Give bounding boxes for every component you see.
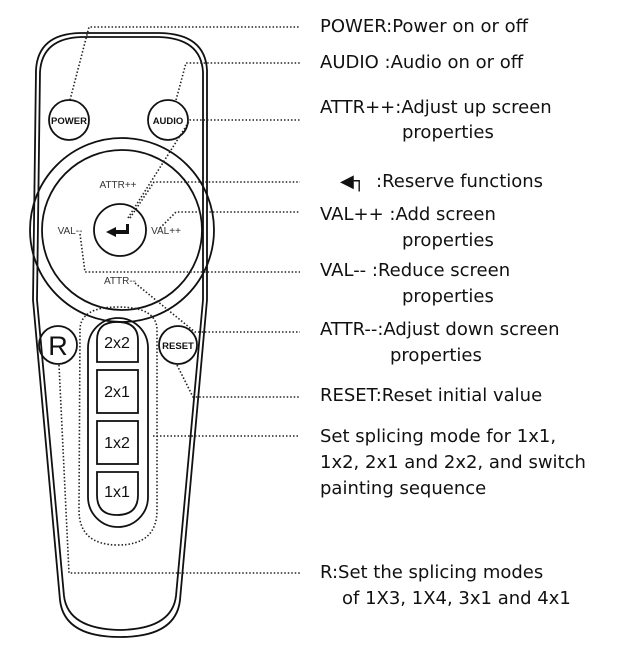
power-button[interactable] — [48, 99, 90, 141]
mode-pill-outer — [87, 317, 149, 528]
leader-reset — [176, 364, 300, 398]
remote-body-inner — [36, 36, 204, 631]
mode-label-1x2: 1x2 — [104, 435, 130, 452]
power-button-label: POWER — [51, 116, 87, 127]
val-down-label: VAL-- — [58, 226, 83, 237]
audio-button-label: AUDIO — [153, 116, 184, 127]
enter-icon: ◀┐ — [340, 171, 365, 192]
val-up-description: VAL++ :Add screen — [320, 204, 496, 225]
val-down-description: VAL-- :Reduce screen — [320, 260, 511, 281]
leader-val-down — [79, 233, 300, 273]
mode-label-1x1: 1x1 — [104, 484, 130, 501]
splice-description-2: 1x2, 2x1 and 2x2, and switch — [320, 452, 586, 473]
r-button[interactable] — [38, 325, 78, 365]
reset-button-label: RESET — [162, 341, 194, 352]
leader-attr-up — [127, 119, 300, 219]
attr-up-description: ATTR++:Adjust up screen — [320, 97, 552, 118]
leader-r — [58, 364, 300, 574]
reserve-description: ◀┐ :Reserve functions — [340, 169, 543, 195]
leader-val-up — [159, 211, 300, 229]
attr-down-description-2: properties — [390, 345, 482, 366]
reset-description: RESET:Reset initial value — [320, 385, 543, 406]
mode-group-outline — [78, 306, 158, 546]
leader-power — [69, 26, 300, 101]
enter-icon — [106, 224, 129, 237]
reset-button[interactable] — [158, 325, 198, 365]
mode-button-2x1[interactable] — [96, 369, 139, 414]
r-button-label: R — [48, 331, 68, 361]
leader-attr-down — [134, 282, 300, 333]
leader-audio — [175, 62, 300, 101]
audio-button[interactable] — [147, 99, 189, 141]
mode-label-2x1: 2x1 — [104, 384, 130, 401]
audio-description: AUDIO :Audio on or off — [320, 52, 524, 73]
val-down-description-2: properties — [402, 286, 494, 307]
splice-description: Set splicing mode for 1x1, — [320, 426, 557, 447]
attr-up-description-2: properties — [402, 122, 494, 143]
mode-button-1x1[interactable] — [96, 471, 139, 516]
power-description: POWER:Power on or off — [320, 16, 529, 37]
mode-label-2x2: 2x2 — [104, 335, 130, 352]
remote-body-outer — [32, 32, 208, 638]
attr-up-label: ATTR++ — [99, 180, 136, 191]
dpad-ring[interactable] — [41, 149, 203, 311]
r-description-2: of 1X3, 1X4, 3x1 and 4x1 — [342, 588, 571, 609]
val-up-label: VAL++ — [151, 226, 181, 237]
splice-description-3: painting sequence — [320, 478, 487, 499]
leader-reserve — [129, 181, 300, 219]
r-description: R:Set the splicing modes — [320, 562, 544, 583]
enter-button[interactable] — [93, 203, 147, 257]
mode-button-1x2[interactable] — [96, 420, 139, 465]
val-up-description-2: properties — [402, 230, 494, 251]
mode-button-2x2[interactable] — [96, 321, 139, 363]
reserve-text: :Reserve functions — [376, 171, 544, 192]
attr-down-description: ATTR--:Adjust down screen — [320, 319, 560, 340]
attr-down-label: ATTR-- — [104, 276, 136, 287]
